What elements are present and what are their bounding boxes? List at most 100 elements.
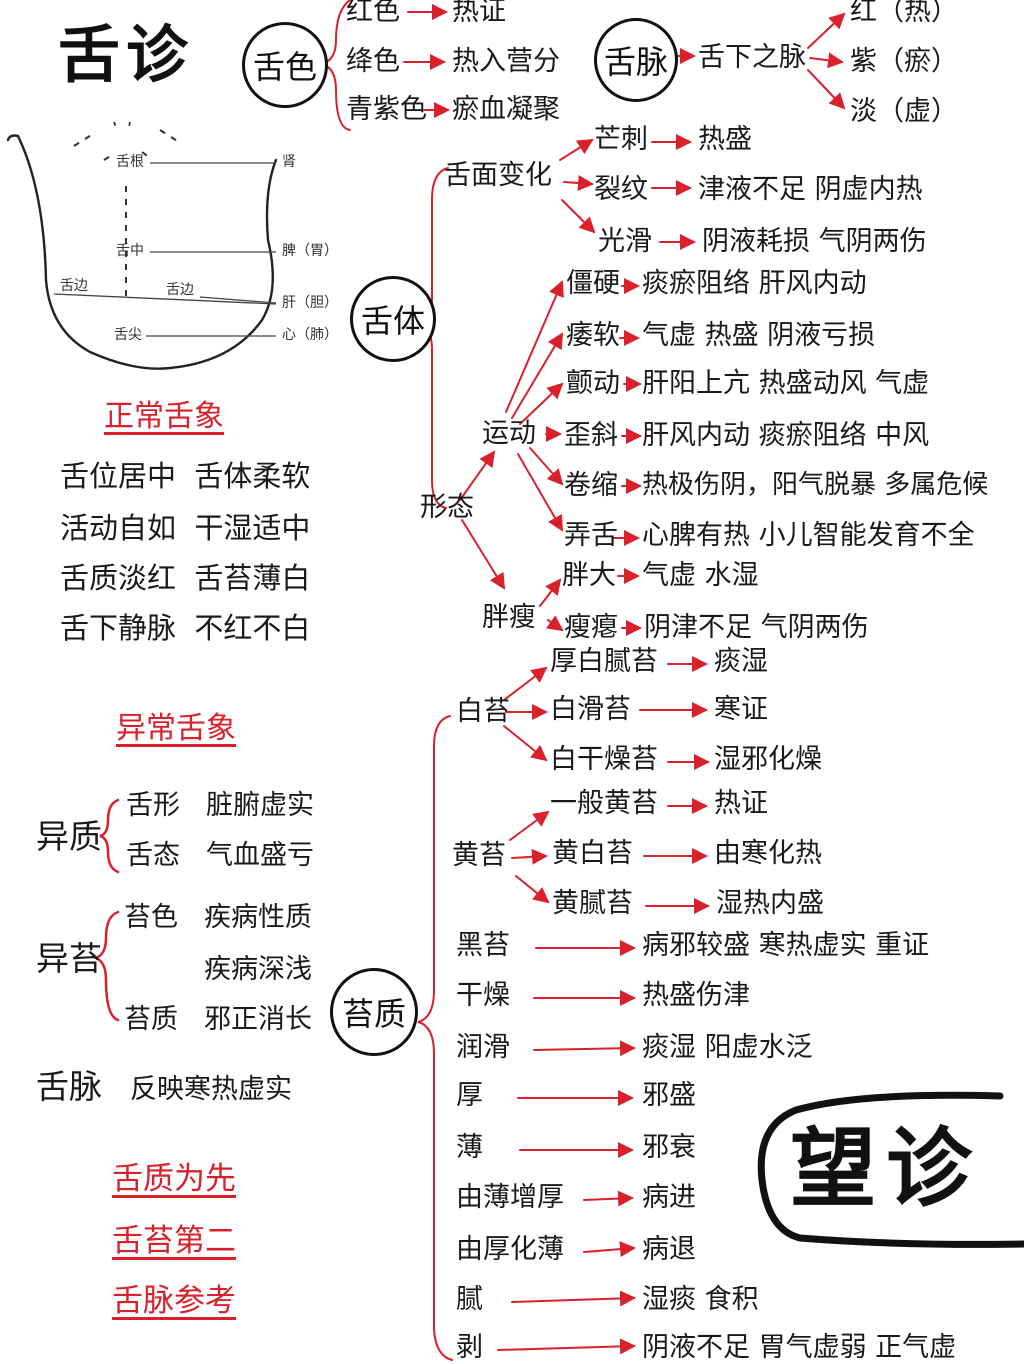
coating-key: 剥 [456,1332,483,1363]
label-liver: 肝（胆） [282,295,338,311]
motion-key: 歪斜 [564,420,618,451]
yellow-value: 湿热内盛 [716,888,824,919]
coating-value: 邪盛 [642,1080,696,1111]
label-spleen: 脾（胃） [282,243,338,259]
normal-line: 活动自如 干湿适中 [60,511,311,545]
coating-value: 病退 [642,1234,696,1265]
taizhi-label: 苔质 [124,1004,178,1035]
motion-key: 痿软 [566,320,620,351]
yellow-key: 黄白苔 [552,838,633,869]
coating-key: 由薄增厚 [456,1182,564,1213]
coating-value: 病邪较盛 寒热虚实 重证 [642,930,930,961]
surface-key: 裂纹 [594,174,648,205]
surface-key: 光滑 [598,226,652,257]
shape-key: 胖大 [562,560,616,591]
surface-value: 热盛 [698,124,752,155]
motion-value: 气虚 热盛 阴液亏损 [642,320,876,351]
shetai-state-value: 气血盛亏 [206,840,314,871]
title-wang: 望诊 [790,1118,982,1219]
normal-heading: 正常舌象 [104,399,224,434]
coating-key: 厚 [456,1080,483,1111]
coating-key: 由厚化薄 [456,1234,564,1265]
yellow-value: 热证 [714,788,768,819]
yellow-value: 由寒化热 [714,838,822,869]
white-key: 白滑苔 [550,694,631,725]
taise-value2: 疾病深浅 [204,954,312,985]
color-key: 绛色 [346,46,400,77]
white-key: 厚白腻苔 [550,646,658,677]
coating-value: 病进 [642,1182,696,1213]
white-coating-label: 白苔 [456,696,510,727]
color-key: 红色 [346,0,400,27]
normal-line: 舌位居中 舌体柔软 [60,459,311,493]
shemai-label: 舌脉 [36,1067,102,1106]
coating-value: 邪衰 [642,1132,696,1163]
shape-value: 阴津不足 气阴两伤 [644,612,869,643]
form-label: 形态 [420,492,474,523]
surface-label: 舌面变化 [444,160,552,191]
shexing-value: 脏腑虚实 [206,790,314,821]
yellow-coating-label: 黄苔 [452,840,506,871]
label-edge-left: 舌边 [60,278,88,294]
shape-key: 瘦瘪 [564,612,618,643]
coating-value: 痰湿 阳虚水泛 [642,1032,813,1063]
motion-value: 热极伤阴，阳气脱暴 多属危候 [642,470,989,500]
shape-value: 气虚 水湿 [642,560,759,591]
priority-2: 舌苔第二 [112,1223,236,1259]
white-value: 湿邪化燥 [714,744,822,775]
color-value: 瘀血凝聚 [452,94,560,125]
motion-value: 痰瘀阻络 肝风内动 [642,268,867,299]
label-edge-right: 舌边 [166,282,194,298]
coating-value: 阴液不足 胃气虚弱 正气虚 [642,1332,957,1363]
vein-sub: 舌下之脉 [698,42,806,73]
color-value: 热入营分 [452,46,560,77]
white-value: 寒证 [714,694,768,725]
color-key: 青紫色 [346,94,427,125]
label-middle: 舌中 [116,243,144,259]
label-tip: 舌尖 [114,327,142,343]
priority-1: 舌质为先 [112,1161,236,1197]
coating-key: 腻 [456,1284,483,1315]
taise-label: 苔色 [124,902,178,933]
tongue-outline [6,134,278,370]
node-tongue-body: 舌体 [350,276,436,362]
motion-value: 肝阳上亢 热盛动风 气虚 [642,368,930,399]
vein-item: 红（热） [850,0,958,27]
vein-item: 紫（瘀） [850,46,958,77]
priority-3: 舌脉参考 [112,1283,236,1319]
coating-key: 干燥 [456,980,510,1011]
yellow-key: 一般黄苔 [550,788,658,819]
motion-value: 肝风内动 痰瘀阻络 中风 [642,420,930,451]
wang-bracket [757,1091,1024,1248]
surface-value: 阴液耗损 气阴两伤 [702,226,927,257]
motion-key: 僵硬 [566,268,620,299]
normal-line: 舌下静脉 不红不白 [60,611,311,645]
label-heart: 心（肺） [282,327,338,343]
label-root: 舌根 [116,154,144,170]
coating-value: 热盛伤津 [642,980,750,1011]
taizhi-value: 邪正消长 [204,1004,312,1035]
title-tongue: 舌诊 [58,18,195,91]
coating-key: 黑苔 [456,930,510,961]
surface-value: 津液不足 阴虚内热 [698,174,923,205]
shetai-state-label: 舌态 [126,840,180,871]
abnormal-heading: 异常舌象 [116,711,236,746]
white-key: 白干燥苔 [550,744,658,775]
yitai-label: 异苔 [36,939,102,978]
yellow-key: 黄腻苔 [552,888,633,919]
vein-item: 淡（虚） [850,96,958,127]
node-coating: 苔质 [330,968,418,1056]
motion-key: 颤动 [566,368,620,399]
yizhi-label: 异质 [36,817,102,856]
node-tongue-vein: 舌脉 [594,18,678,102]
color-value: 热证 [452,0,506,27]
coating-key: 薄 [456,1132,483,1163]
normal-line: 舌质淡红 舌苔薄白 [60,561,311,595]
motion-label: 运动 [482,418,536,449]
shape-label: 胖瘦 [482,602,536,633]
motion-key: 卷缩 [564,470,618,501]
shexing-label: 舌形 [126,790,180,821]
motion-key: 弄舌 [564,520,618,551]
shemai-value: 反映寒热虚实 [130,1074,292,1105]
